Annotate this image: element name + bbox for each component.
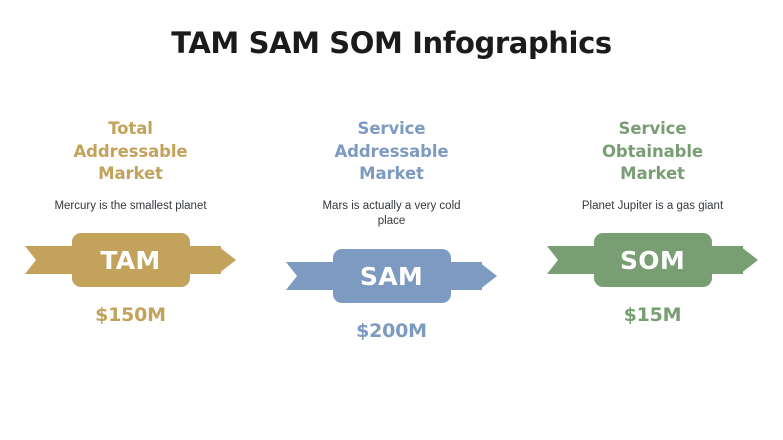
column-sam: Service Addressable Market Mars is actua… (261, 118, 522, 342)
column-tam-value: $150M (95, 304, 166, 327)
column-som-banner[interactable]: SOM (545, 233, 760, 288)
column-som-heading: Service Obtainable Market (601, 119, 704, 184)
column-tam-description: Mercury is the smallest planet (54, 199, 207, 212)
infographic-columns: Total Addressable Market Mercury is the … (0, 118, 783, 342)
column-tam-banner[interactable]: TAM (23, 233, 238, 288)
ribbon-arrow-icon (25, 233, 236, 288)
column-tam-heading: Total Addressable Market (73, 119, 188, 184)
column-sam-heading: Service Addressable Market (334, 119, 449, 184)
ribbon-arrow-icon (286, 249, 497, 304)
column-sam-value: $200M (356, 320, 427, 343)
column-sam-description: Mars is actually a very cold place (322, 199, 461, 228)
column-som-description: Planet Jupiter is a gas giant (581, 199, 724, 212)
page-title: TAM SAM SOM Infographics (171, 26, 612, 60)
column-som: Service Obtainable Market Planet Jupiter… (522, 118, 783, 342)
column-som-value: $15M (623, 304, 682, 327)
ribbon-arrow-icon (547, 233, 758, 288)
column-sam-banner[interactable]: SAM (284, 249, 499, 304)
column-tam: Total Addressable Market Mercury is the … (0, 118, 261, 342)
